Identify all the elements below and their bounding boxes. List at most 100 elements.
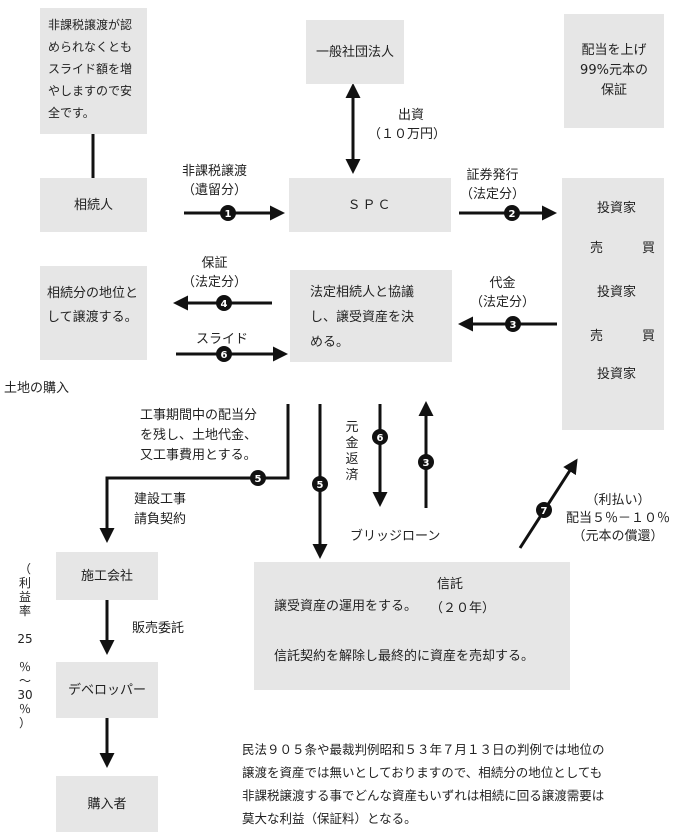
payment-label: 代金 （法定分） <box>470 274 535 312</box>
buy-label-1: 買 <box>642 241 656 256</box>
interest-line-1: （利払い） <box>585 493 651 508</box>
profit-rate-label: （ 利 益 率 25 ％ ～ 30 ％ ） <box>17 562 33 730</box>
svg-text:3: 3 <box>423 458 430 469</box>
buyer-label: 購入者 <box>87 796 127 812</box>
general-association-box: 一般社団法人 <box>306 20 404 84</box>
heir-status-box: 相続分の地位と して譲渡する。 <box>40 266 147 360</box>
construction-contract-line-1: 建設工事 <box>134 492 187 507</box>
developer-box: デベロッパー <box>56 662 158 718</box>
svg-text:5: 5 <box>317 480 324 491</box>
step-4-marker: 4 <box>216 295 232 311</box>
heir-status-line-1: 相続分の地位と <box>47 286 139 301</box>
footnote-line-2: 譲渡を資産では無いとしておりますので、相続分の地位としても <box>242 765 603 780</box>
trust-line-1: 譲受資産の運用をする。 <box>274 599 418 614</box>
buyer-box: 購入者 <box>56 776 158 832</box>
interest-line-2: 配当５％－１０％ <box>566 511 671 526</box>
spc-label: ＳＰＣ <box>347 197 393 213</box>
step-3-marker-payment: 3 <box>505 316 521 332</box>
sell-label-1: 売 <box>590 241 604 256</box>
investment-label: 出資 （１０万円） <box>368 106 446 144</box>
step-5-marker-trust: 5 <box>312 476 328 492</box>
dividend-line-2: 99%元本の <box>580 63 648 78</box>
tax-free-note: （遺留分） <box>182 183 248 198</box>
step-markers: 1 2 3 4 6 5 5 6 3 7 <box>216 205 552 518</box>
footnote-line-3: 非課税譲渡する事でどんな資産もいずれは相続に回る譲渡需要は <box>242 788 605 803</box>
footnote-line-4: 莫大な利益（保証料）となる。 <box>242 811 417 826</box>
step-2-marker: 2 <box>504 205 520 221</box>
securities-issue-label: 証券発行 （法定分） <box>460 166 525 204</box>
note-line-1: 非課税譲渡が認 <box>48 18 133 32</box>
contractor-box: 施工会社 <box>56 552 158 600</box>
securities-note: （法定分） <box>460 187 526 202</box>
dividend-guarantee-box: 配当を上げ 99%元本の 保証 <box>564 14 664 128</box>
note-line-3: スライド額を増 <box>48 62 133 76</box>
investor-label-2: 投資家 <box>597 285 637 300</box>
construction-note-line-1: 工事期間中の配当分 <box>140 408 258 423</box>
consult-line-1: 法定相続人と協議 <box>310 285 415 300</box>
heir-status-line-2: して譲渡する。 <box>47 310 138 325</box>
investor-label-3: 投資家 <box>597 367 637 382</box>
note-line-5: 全です。 <box>48 106 95 120</box>
securities-title: 証券発行 <box>466 168 519 183</box>
consultation-box: 法定相続人と協議 し、譲受資産を決 める。 <box>290 270 452 362</box>
step-3-marker-bridge: 3 <box>418 454 434 470</box>
svg-text:6: 6 <box>377 433 384 444</box>
heir-box: 相続人 <box>40 178 147 232</box>
guarantee-label: 保証 （法定分） <box>182 254 247 292</box>
investor-label-1: 投資家 <box>597 201 637 216</box>
investors-box: 投資家 売 買 投資家 売 買 投資家 <box>562 178 664 430</box>
note-box-top-left: 非課税譲渡が認 められなくとも スライド額を増 やしますので安 全です。 <box>40 8 147 134</box>
trust-title: 信託 <box>437 577 464 592</box>
consult-line-2: し、譲受資産を決 <box>310 310 415 325</box>
construction-note-line-3: 又工事費用とする。 <box>140 448 257 463</box>
contractor-label: 施工会社 <box>80 568 133 584</box>
step-6-marker-repayment: 6 <box>372 429 388 445</box>
construction-contract-label: 建設工事 請負契約 <box>134 490 186 530</box>
note-line-2: められなくとも <box>48 40 133 54</box>
svg-text:7: 7 <box>541 506 548 517</box>
step-7-marker: 7 <box>536 502 552 518</box>
dividend-line-3: 保証 <box>600 83 627 98</box>
payment-note: （法定分） <box>470 295 536 310</box>
note-line-4: やしますので安 <box>48 84 133 98</box>
guarantee-title: 保証 <box>201 256 228 271</box>
bridge-loan-label: ブリッジローン <box>350 529 441 544</box>
general-association-label: 一般社団法人 <box>315 44 394 60</box>
step-5-marker-construction: 5 <box>250 470 266 486</box>
arrow-construction <box>99 404 290 543</box>
svg-text:4: 4 <box>221 299 228 310</box>
construction-note-line-2: を残し、土地代金、 <box>140 428 258 443</box>
tax-free-title: 非課税譲渡 <box>182 164 248 179</box>
step-6-marker-slide: 6 <box>216 346 232 362</box>
construction-note-label: 工事期間中の配当分 を残し、土地代金、 又工事費用とする。 <box>140 406 257 466</box>
principal-repayment-label: 元 金 返 済 <box>345 420 359 483</box>
step-1-marker: 1 <box>220 205 236 221</box>
consult-line-3: める。 <box>310 335 350 350</box>
dividend-line-1: 配当を上げ <box>581 43 647 58</box>
construction-contract-line-2: 請負契約 <box>134 512 187 527</box>
land-purchase-label: 土地の購入 <box>4 381 70 396</box>
interest-line-3: （元本の償還） <box>572 529 664 544</box>
investment-amount: （１０万円） <box>368 127 447 142</box>
sales-consignment-label: 販売委託 <box>132 621 185 636</box>
interest-payment-label: （利払い） 配当５％－１０％ （元本の償還） <box>566 492 670 546</box>
investment-title: 出資 <box>398 108 425 123</box>
trust-line-2: 信託契約を解除し最終的に資産を売却する。 <box>274 649 535 664</box>
slide-label: スライド <box>196 332 249 347</box>
svg-text:6: 6 <box>221 350 228 361</box>
developer-label: デベロッパー <box>67 682 146 698</box>
sell-label-2: 売 <box>590 329 604 344</box>
svg-text:1: 1 <box>225 209 232 220</box>
svg-text:5: 5 <box>255 474 262 485</box>
payment-title: 代金 <box>489 276 516 291</box>
buy-label-2: 買 <box>642 329 656 344</box>
guarantee-note: （法定分） <box>182 275 248 290</box>
svg-text:2: 2 <box>509 209 516 220</box>
svg-text:3: 3 <box>510 320 517 331</box>
tax-free-transfer-label: 非課税譲渡 （遺留分） <box>182 162 247 200</box>
spc-box: ＳＰＣ <box>289 178 451 232</box>
footnote-line-1: 民法９０５条や最裁判例昭和５３年７月１３日の判例では地位の <box>242 742 605 757</box>
heir-label: 相続人 <box>73 197 113 213</box>
trust-box: 信託 譲受資産の運用をする。 （２０年） 信託契約を解除し最終的に資産を売却する… <box>254 562 570 690</box>
